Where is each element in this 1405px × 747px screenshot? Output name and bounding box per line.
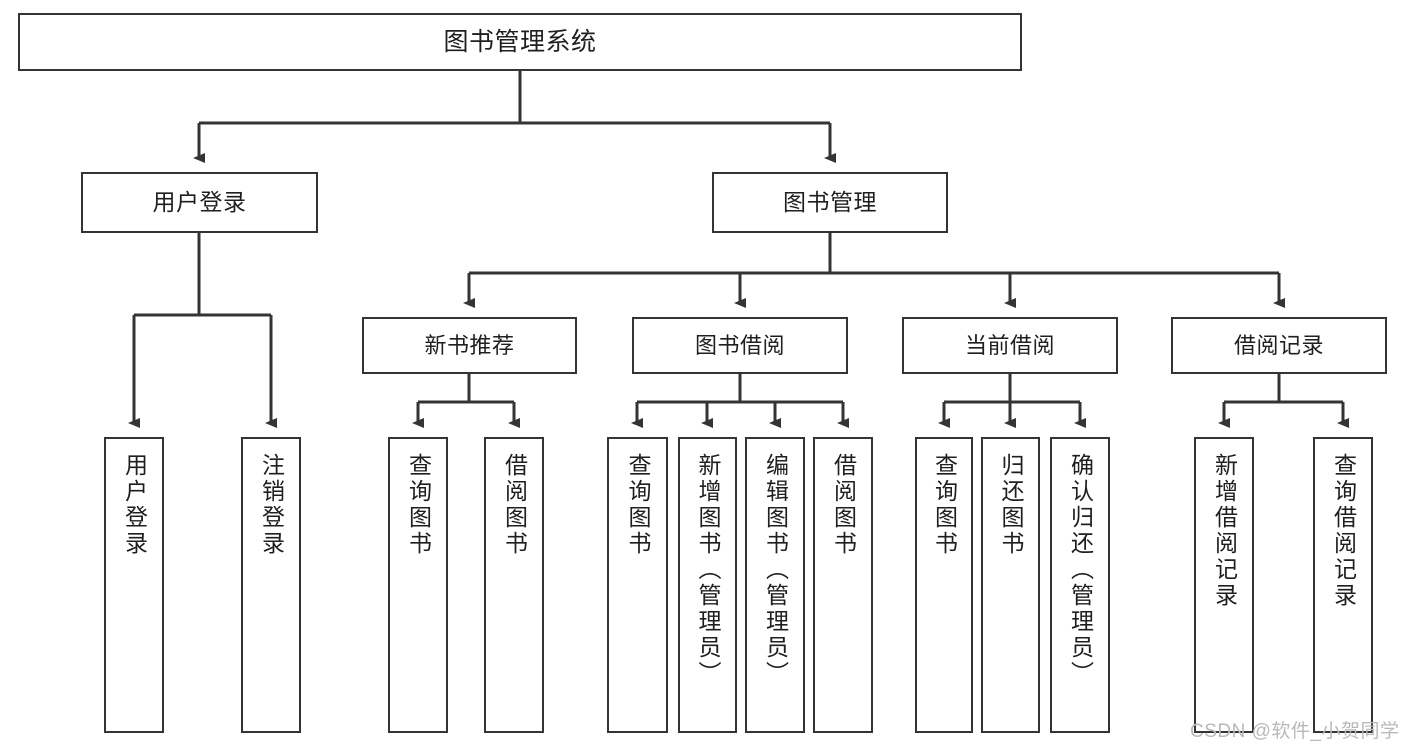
node-leaf-user-login[interactable]: 用户登录 [104, 437, 164, 733]
node-label: 借阅图书 [501, 453, 528, 557]
node-leaf-add-borrow-record[interactable]: 新增借阅记录 [1194, 437, 1254, 733]
node-label: 当前借阅 [964, 332, 1055, 358]
node-leaf-query-book-3[interactable]: 查询图书 [915, 437, 973, 733]
node-leaf-query-borrow-record[interactable]: 查询借阅记录 [1313, 437, 1373, 733]
node-leaf-user-logout[interactable]: 注销登录 [241, 437, 301, 733]
node-label: 借阅记录 [1233, 332, 1324, 358]
node-leaf-confirm-return-admin[interactable]: 确认归还（管理员） [1050, 437, 1110, 733]
node-leaf-query-book-2[interactable]: 查询图书 [607, 437, 668, 733]
node-label: 查询图书 [931, 453, 958, 557]
node-label: 新增图书（管理员） [695, 453, 721, 687]
node-label: 注销登录 [258, 453, 285, 557]
node-leaf-borrow-book-2[interactable]: 借阅图书 [813, 437, 873, 733]
csdn-watermark: CSDN @软件_小贺同学 [1190, 721, 1400, 742]
node-label: 图书管理 [783, 189, 877, 216]
node-label: 用户登录 [152, 189, 247, 216]
node-book-management[interactable]: 图书管理 [712, 172, 948, 233]
node-book-borrow[interactable]: 图书借阅 [632, 317, 848, 374]
node-new-book-recommend[interactable]: 新书推荐 [362, 317, 577, 374]
node-label: 确认归还（管理员） [1067, 453, 1094, 687]
node-label: 借阅图书 [830, 453, 857, 557]
node-root-system[interactable]: 图书管理系统 [18, 13, 1022, 71]
node-current-borrow[interactable]: 当前借阅 [902, 317, 1118, 374]
node-label: 编辑图书（管理员） [762, 453, 789, 687]
node-label: 新增借阅记录 [1211, 453, 1238, 609]
node-label: 新书推荐 [424, 332, 515, 358]
node-leaf-query-book-1[interactable]: 查询图书 [388, 437, 448, 733]
node-leaf-edit-book-admin[interactable]: 编辑图书（管理员） [745, 437, 805, 733]
node-label: 归还图书 [998, 453, 1024, 557]
node-label: 图书借阅 [694, 332, 785, 358]
node-label: 用户登录 [121, 453, 148, 557]
node-label: 查询图书 [625, 453, 651, 557]
node-label: 图书管理系统 [443, 27, 597, 56]
node-user-login[interactable]: 用户登录 [81, 172, 318, 233]
node-leaf-add-book-admin[interactable]: 新增图书（管理员） [678, 437, 737, 733]
node-leaf-return-book[interactable]: 归还图书 [981, 437, 1040, 733]
node-label: 查询图书 [405, 453, 432, 557]
node-label: 查询借阅记录 [1330, 453, 1357, 609]
node-leaf-borrow-book-1[interactable]: 借阅图书 [484, 437, 544, 733]
node-borrow-record[interactable]: 借阅记录 [1171, 317, 1387, 374]
